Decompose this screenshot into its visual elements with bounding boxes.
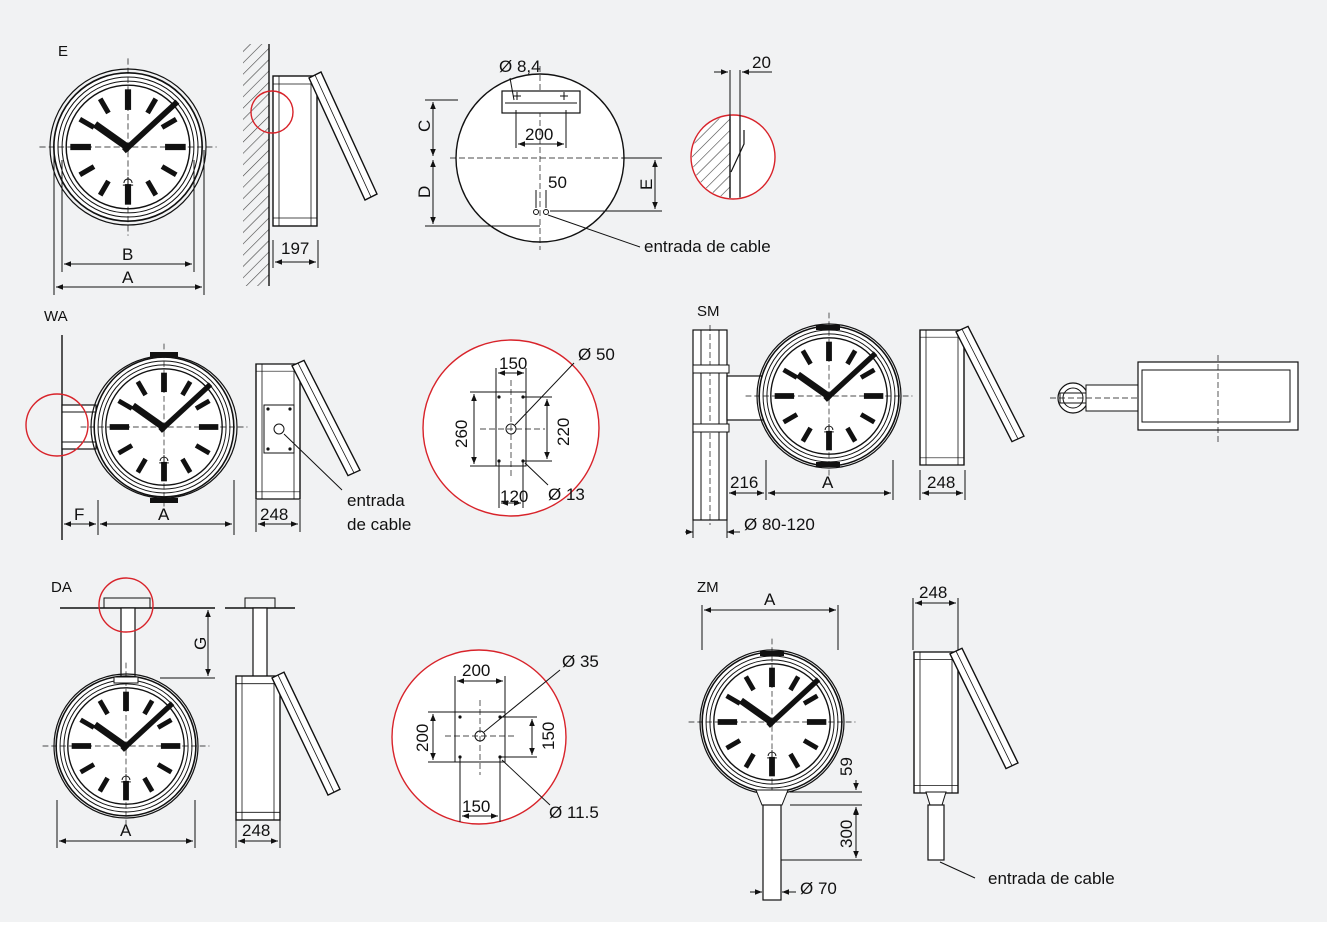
detail-e-thickness: 20 [752,53,771,72]
dim-e-depth: 197 [281,239,309,258]
dim-sm-depth: 248 [927,473,955,492]
plate-da-bolt: Ø 11.5 [549,803,599,822]
section-e-label: E [58,43,68,60]
dim-e-b: B [122,245,133,264]
pole-sm [692,325,768,525]
dim-zm-h1: 59 [837,757,856,776]
mount-plate-da [391,649,567,825]
dim-da-a: A [120,821,132,840]
dim-zm-a: A [764,590,776,609]
plate-da-h: 200 [413,724,432,752]
dim-sm-a: A [822,473,834,492]
section-da-label: DA [51,579,72,596]
section-zm-label: ZM [697,579,719,596]
mount-e-offset: 50 [548,173,567,192]
plate-wa-bolt: Ø 13 [548,485,585,504]
clock-zm-side [912,598,1019,879]
dim-da-g: G [191,637,210,650]
plate-wa-hole: Ø 50 [578,345,615,364]
clock-zm-front [689,639,856,901]
clock-sm-top [1050,355,1299,445]
dim-zm-depth: 248 [919,583,947,602]
plate-da-inner-w: 150 [462,797,490,816]
dim-e-a: A [122,268,134,287]
dim-zm-pole: Ø 70 [800,879,837,898]
cable-label-zm: entrada de cable [988,869,1115,888]
detail-callout-e [250,90,294,134]
section-da: DA G A 248 [43,577,599,848]
section-sm-label: SM [697,303,720,320]
mount-e-c: C [415,120,434,132]
dim-zm-h2: 300 [837,820,856,848]
dim-lines-e [53,150,205,295]
dim-sm-pole: Ø 80-120 [744,515,815,534]
clock-sm-side [919,325,1025,500]
cable-label-wa-line2: de cable [347,515,411,534]
plate-da-hole: Ø 35 [562,652,599,671]
plate-wa-h: 260 [452,420,471,448]
clock-wa-side [255,359,361,532]
mount-plate-wa [422,339,600,517]
plate-wa-w: 150 [499,354,527,373]
section-zm: ZM A 59 300 Ø 70 [689,579,1115,901]
clock-e-front [39,58,216,235]
cable-label-wa-line1: entrada [347,491,405,510]
plate-wa-inner-h: 220 [554,418,573,446]
dim-wa-depth: 248 [260,505,288,524]
cable-label-e: entrada de cable [644,237,771,256]
mount-e-e: E [637,179,656,190]
detail-callout-wa [25,393,89,457]
dim-wa-f: F [74,505,84,524]
mount-e-span: 200 [525,125,553,144]
mount-e-d: D [415,186,434,198]
section-sm: SM 216 A Ø 80-120 [685,303,1299,538]
clock-da-front [43,663,210,830]
plate-da-inner-h: 150 [539,722,558,750]
section-wa-label: WA [44,308,68,325]
plate-wa-inner-w: 120 [500,487,528,506]
dim-sm-arm: 216 [730,473,758,492]
clock-da-side [225,597,341,848]
clock-e-side [243,44,378,286]
section-wa: WA F A 248 [25,308,615,540]
clock-sm-front [746,313,913,480]
clock-wa-front [81,344,248,511]
plate-da-w: 200 [462,661,490,680]
dim-wa-a: A [158,505,170,524]
detail-callout-da [98,577,154,633]
dim-da-depth: 248 [242,821,270,840]
mount-e-dia: Ø 8,4 [499,57,541,76]
section-e: E B A 197 [39,43,776,295]
mount-plate-e [425,66,662,250]
